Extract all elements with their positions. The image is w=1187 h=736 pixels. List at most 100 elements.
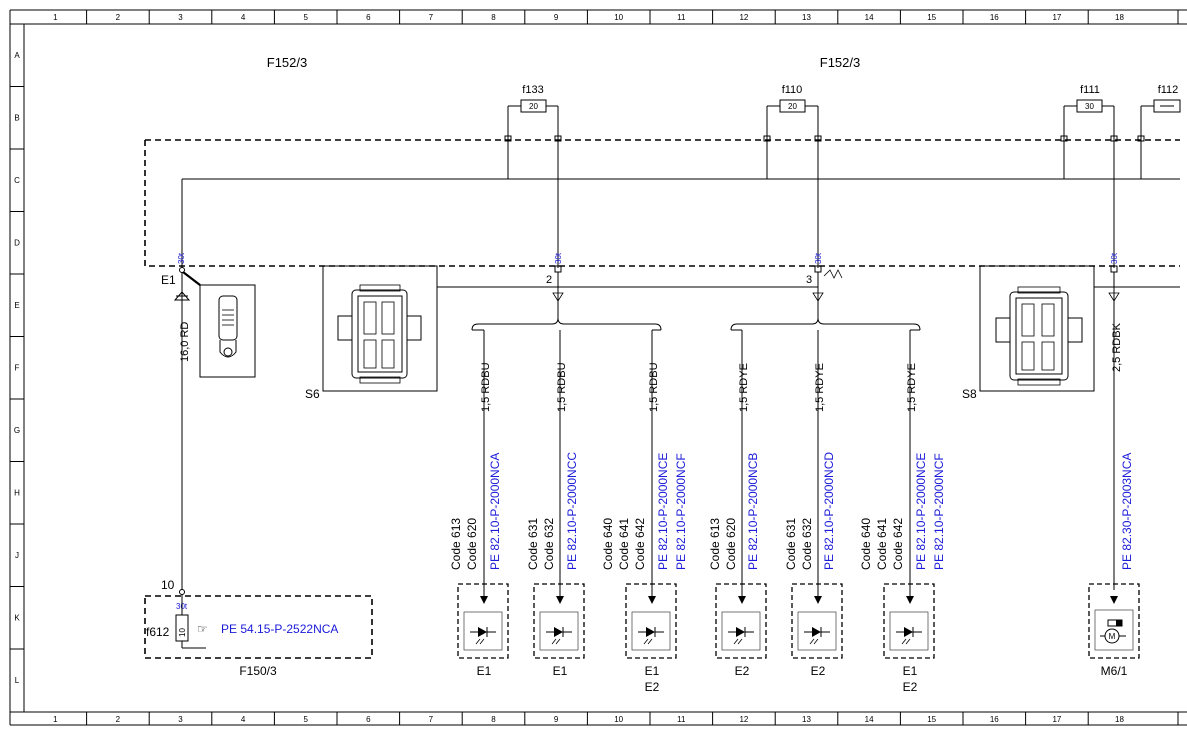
grid-column-label: 6 <box>366 715 371 724</box>
switch-s6-label: S6 <box>305 387 320 401</box>
device-label: E1 <box>903 664 918 678</box>
grid-column-label: 18 <box>1115 715 1124 724</box>
service-ref-link: PE 82.10-P-2000NCF <box>674 453 688 570</box>
module-label-f152-left: F152/3 <box>267 55 307 70</box>
fuse-rating: 30 <box>1085 102 1094 111</box>
svg-text:Code 620: Code 620 <box>724 518 738 570</box>
grid-row-label: D <box>14 239 20 248</box>
svg-text:Code 613: Code 613 <box>708 518 722 570</box>
wire-label-rdye: 1,5 RDYE <box>906 363 918 412</box>
grid-column-label: 12 <box>739 715 748 724</box>
hand-pointer-icon: ☞ <box>197 622 208 636</box>
grid-row-label: F <box>15 364 20 373</box>
grid-row-label: G <box>14 426 20 435</box>
svg-text:Code 640: Code 640 <box>859 518 873 570</box>
led-lamp-device <box>457 583 509 659</box>
led-lamp-device <box>715 583 767 659</box>
module-f150: 10 30t 10 f612 ☞ PE 54.15-P-2522NCA <box>144 578 373 659</box>
svg-text:Code 631: Code 631 <box>784 518 798 570</box>
led-lamp-device <box>625 583 677 659</box>
service-ref-link: PE 82.10-P-2000NCE <box>914 453 928 570</box>
wire-label-rdbu: 1,5 RDBU <box>556 362 568 412</box>
svg-text:Code 641: Code 641 <box>875 518 889 570</box>
svg-text:Code 642: Code 642 <box>633 518 647 570</box>
wire-label-rdbu: 1,5 RDBU <box>648 362 660 412</box>
grid-column-label: 14 <box>865 715 874 724</box>
fuse-label: f111 <box>1080 84 1100 96</box>
grid-row-label: A <box>14 51 20 60</box>
grid-column-label: 13 <box>802 13 811 22</box>
device-label: M6/1 <box>1101 664 1128 678</box>
service-ref-link: PE 82.10-P-2000NCB <box>746 453 760 570</box>
grid-column-label: 8 <box>491 13 496 22</box>
grid-column-label: 3 <box>178 715 183 724</box>
branch-6-labels: Code 640 Code 641 Code 642 PE 82.10-P-20… <box>859 453 946 570</box>
terminal-30t-label: 30t <box>177 252 186 264</box>
service-ref-link: PE 54.15-P-2522NCA <box>221 622 338 636</box>
splice-bracket-right <box>730 317 921 331</box>
motor-m6-1: M <box>1088 583 1140 659</box>
zigzag-mark <box>823 269 843 279</box>
splice-bracket-left <box>471 317 662 331</box>
svg-text:Code 631: Code 631 <box>526 518 540 570</box>
grid-column-label: 3 <box>178 13 183 22</box>
service-ref-link: PE 82.10-P-2000NCD <box>822 452 836 570</box>
svg-text:Code 640: Code 640 <box>601 518 615 570</box>
module-f152-bottom-border <box>144 140 1180 267</box>
terminal-30t-label: 30t <box>554 252 563 264</box>
device-label: E2 <box>903 680 918 694</box>
service-ref-link: PE 82.30-P-2003NCA <box>1120 453 1134 570</box>
grid-column-label: 1 <box>53 715 58 724</box>
grid-column-label: 4 <box>241 13 246 22</box>
device-label: E1 <box>553 664 568 678</box>
grid-row-label: J <box>15 551 19 560</box>
service-ref-link: PE 82.10-P-2000NCC <box>565 452 579 570</box>
fuse-f612-label: f612 <box>146 625 170 639</box>
grid-column-label: 15 <box>927 715 936 724</box>
module-label-f150: F150/3 <box>239 664 277 678</box>
grid-column-label: 4 <box>241 715 246 724</box>
svg-text:10: 10 <box>178 628 187 637</box>
grid-column-label: 16 <box>990 715 999 724</box>
grid-row-label: H <box>14 489 20 498</box>
svg-text:Code 620: Code 620 <box>465 518 479 570</box>
branch-2-labels: Code 631 Code 632 PE 82.10-P-2000NCC <box>526 452 579 570</box>
svg-text:Code 613: Code 613 <box>449 518 463 570</box>
grid-column-label: 6 <box>366 13 371 22</box>
fuse-f112: f112 <box>1140 84 1181 140</box>
e1-connector-label: E1 <box>161 273 176 287</box>
grid-column-label: 10 <box>614 715 623 724</box>
fuse-f110: f110 20 <box>766 84 819 140</box>
fuse-label: f112 <box>1158 84 1179 96</box>
grid-column-label: 5 <box>303 13 308 22</box>
led-lamp-device <box>533 583 585 659</box>
grid-column-label: 16 <box>990 13 999 22</box>
svg-text:Code 632: Code 632 <box>800 518 814 570</box>
service-ref-link: PE 82.10-P-2000NCA <box>488 453 502 570</box>
branch-4-labels: Code 613 Code 620 PE 82.10-P-2000NCB <box>708 453 760 570</box>
device-label: E2 <box>811 664 826 678</box>
fuse-f133: f133 20 <box>507 84 559 140</box>
branch-5-labels: Code 631 Code 632 PE 82.10-P-2000NCD <box>784 452 836 570</box>
svg-text:Code 642: Code 642 <box>891 518 905 570</box>
branch-1-labels: Code 613 Code 620 PE 82.10-P-2000NCA <box>449 453 502 570</box>
fuse-label: f110 <box>782 84 803 96</box>
pin-10-label: 10 <box>161 578 175 592</box>
terminal-30t-label: 30t <box>1110 252 1119 264</box>
grid-column-label: 8 <box>491 715 496 724</box>
terminal-lug-illustration <box>199 284 256 378</box>
pin-2-label: 2 <box>546 274 552 286</box>
svg-text:Code 632: Code 632 <box>542 518 556 570</box>
service-ref-link: PE 82.10-P-2000NCF <box>932 453 946 570</box>
grid-row-label: E <box>14 301 19 310</box>
grid-row-label: K <box>14 614 20 623</box>
fuse-rating: 20 <box>788 102 797 111</box>
device-label: E1 <box>477 664 492 678</box>
device-label: E1 <box>645 664 660 678</box>
wire-label-rdye: 1,5 RDYE <box>814 363 826 412</box>
led-lamp-device <box>791 583 843 659</box>
switch-s6 <box>322 265 438 392</box>
module-label-f152-right: F152/3 <box>820 55 860 70</box>
service-ref-link: PE 82.10-P-2000NCE <box>656 453 670 570</box>
